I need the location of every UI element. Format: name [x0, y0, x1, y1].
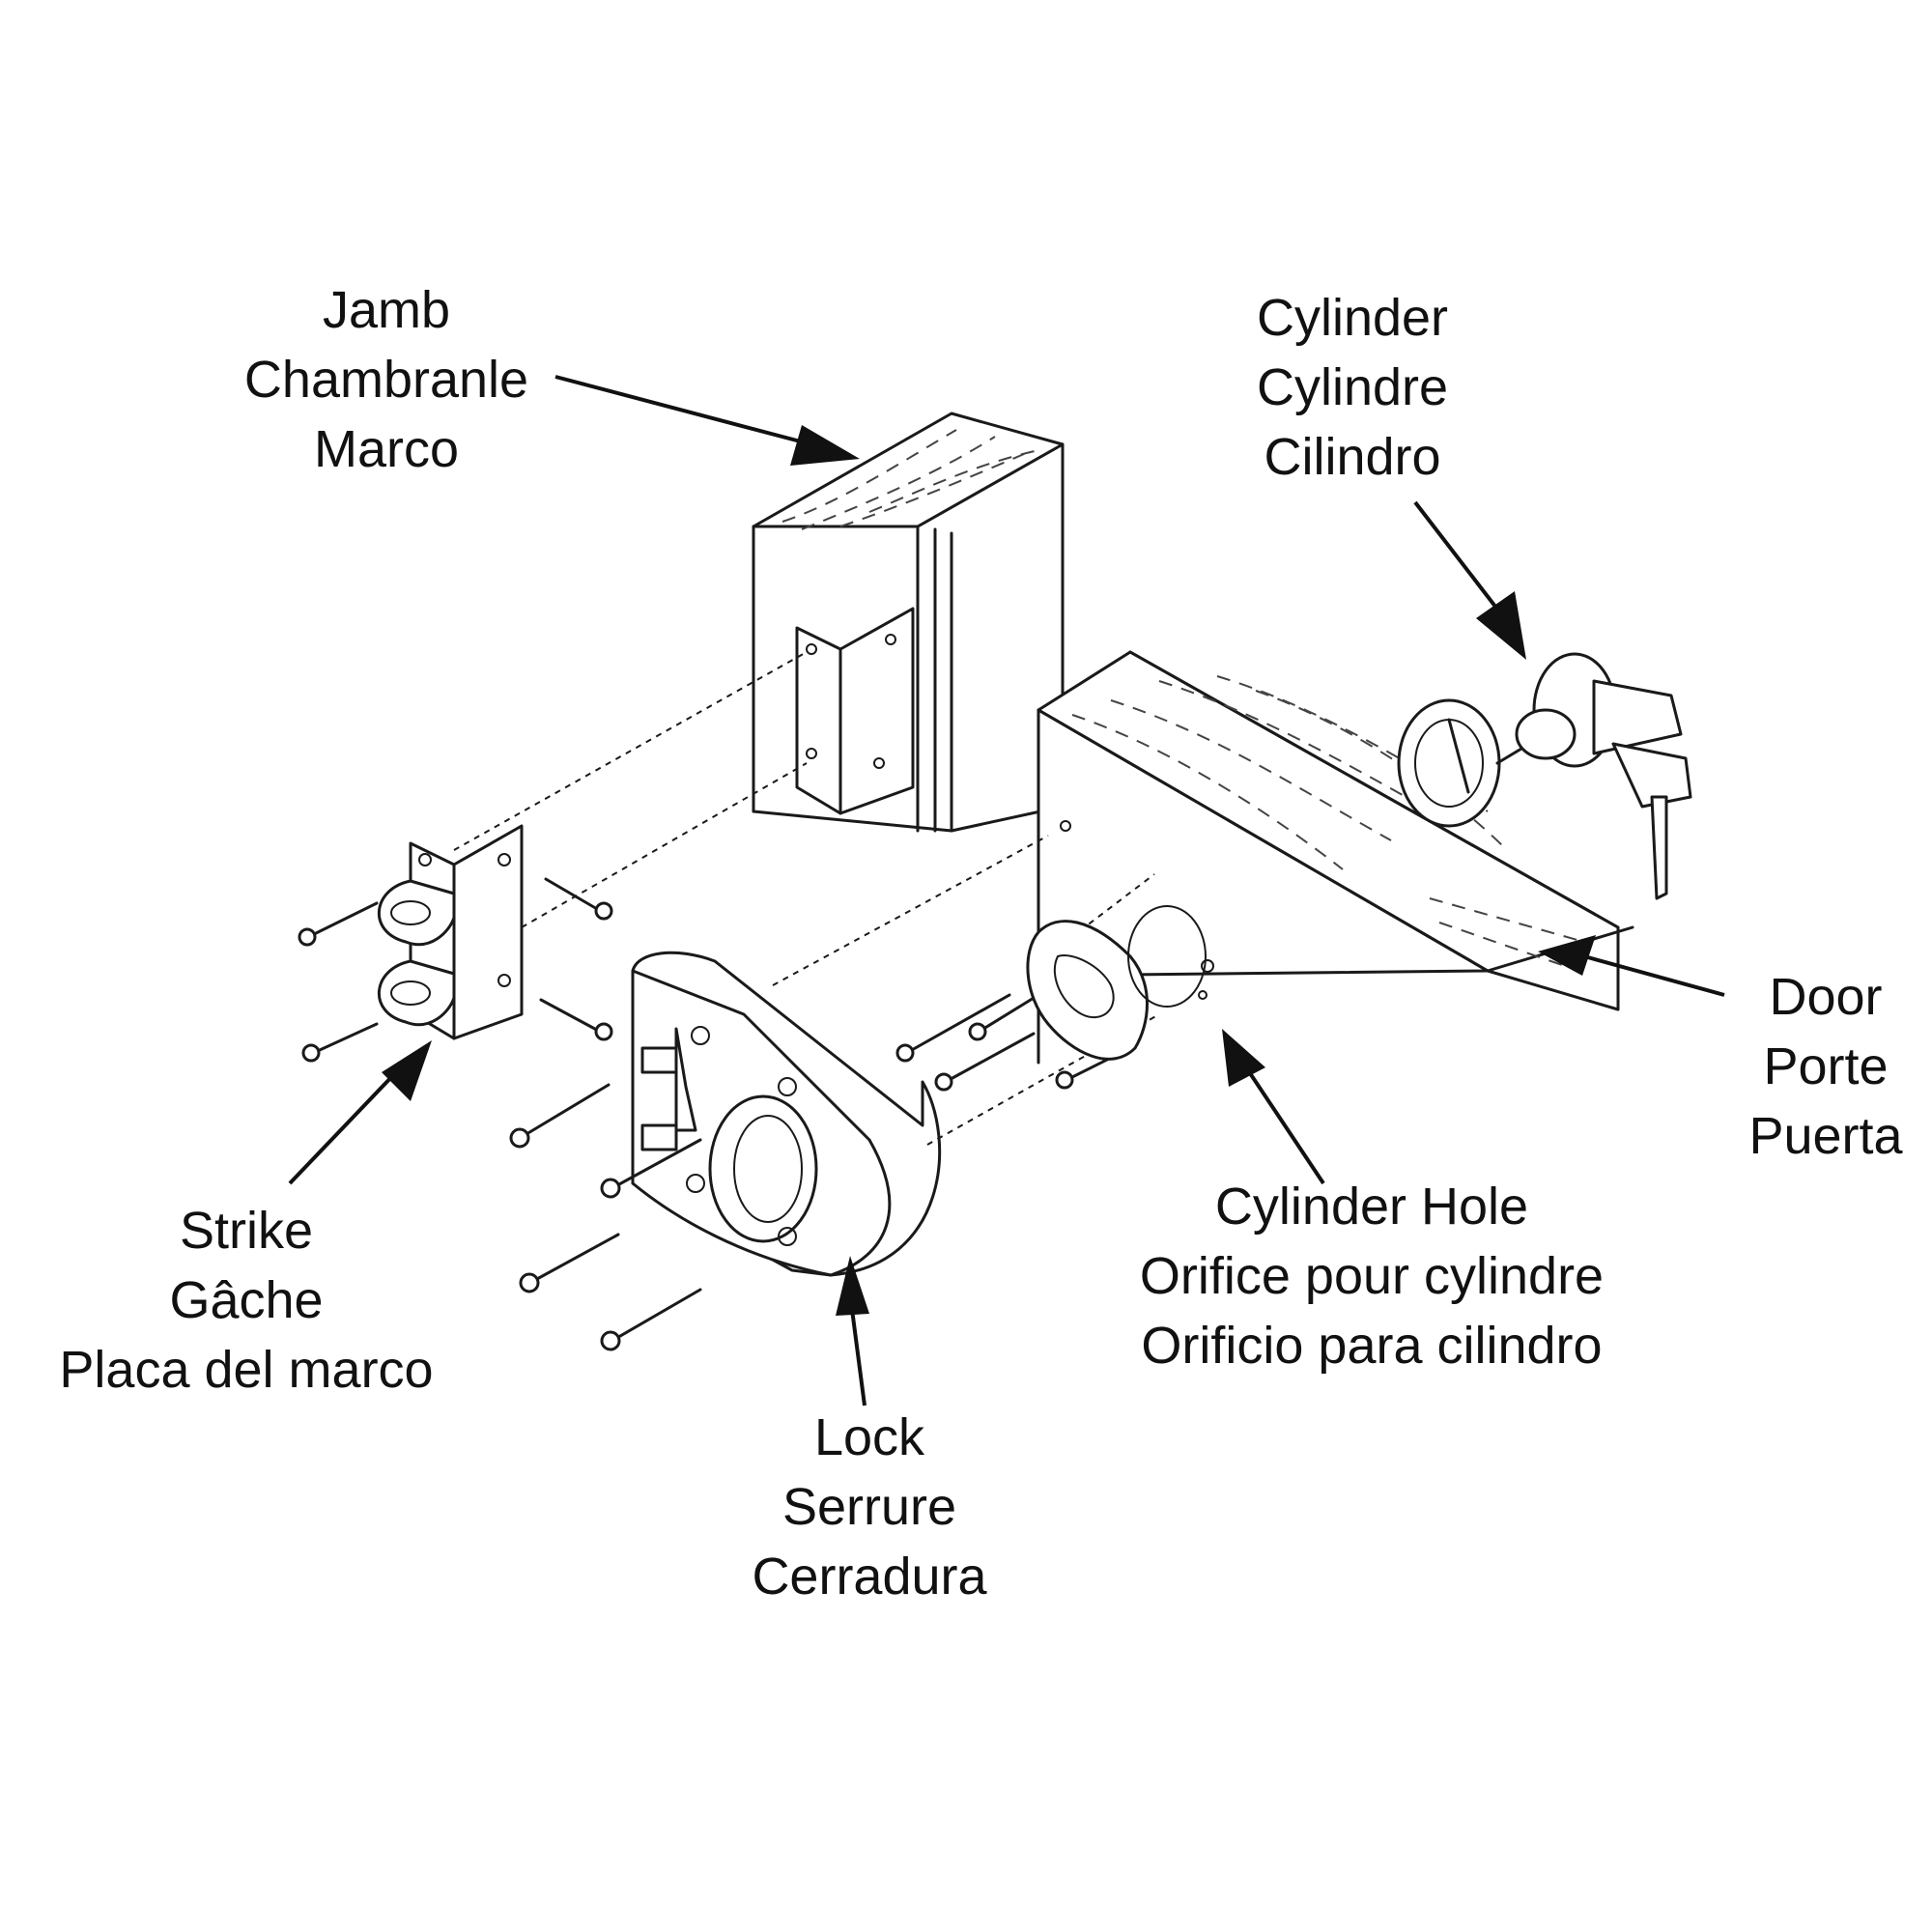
lock-label-es: Cerradura	[752, 1548, 987, 1605]
door-label-en: Door	[1769, 968, 1883, 1026]
jamb-label-fr: Chambranle	[243, 351, 529, 409]
door-label-es: Puerta	[1748, 1107, 1903, 1165]
cylinder-label-en: Cylinder	[1256, 289, 1449, 347]
strike-label-en: Strike	[179, 1202, 314, 1260]
cylinder-plate-drawing	[1026, 905, 1214, 1061]
strike-drawing	[378, 651, 808, 1040]
door-label-fr: Porte	[1763, 1037, 1889, 1095]
lock-label-en: Lock	[813, 1408, 925, 1466]
strike-label-fr: Gâche	[169, 1271, 324, 1329]
jamb-label-es: Marco	[313, 420, 460, 478]
cylinder-label-es: Cilindro	[1264, 428, 1441, 486]
cylinder-label-fr: Cylindre	[1256, 358, 1449, 416]
cylinder-hole-label-es: Orificio para cilindro	[1141, 1317, 1603, 1375]
cylinder-label: Cylinder Cylindre Cilindro	[1208, 283, 1497, 492]
cylinder-hole-label: Cylinder Hole Orifice pour cylindre Orif…	[1101, 1172, 1642, 1380]
cylinder-drawing	[1397, 652, 1692, 900]
jamb-label: Jamb Chambranle Marco	[198, 275, 575, 484]
cylinder-hole-label-fr: Orifice pour cylindre	[1139, 1247, 1605, 1305]
strike-label: Strike Gâche Placa del marco	[19, 1196, 473, 1405]
door-label: Door Porte Puerta	[1729, 962, 1922, 1171]
lock-label: Lock Serrure Cerradura	[724, 1403, 1014, 1611]
strike-label-es: Placa del marco	[59, 1341, 434, 1399]
jamb-drawing	[752, 412, 1065, 833]
strike-screws	[298, 877, 613, 1063]
lock-label-fr: Serrure	[781, 1478, 957, 1536]
leader-arrows	[288, 375, 1725, 1406]
jamb-label-en: Jamb	[322, 281, 451, 339]
cylinder-hole-label-en: Cylinder Hole	[1214, 1178, 1529, 1236]
lock-drawing	[631, 835, 1160, 1277]
